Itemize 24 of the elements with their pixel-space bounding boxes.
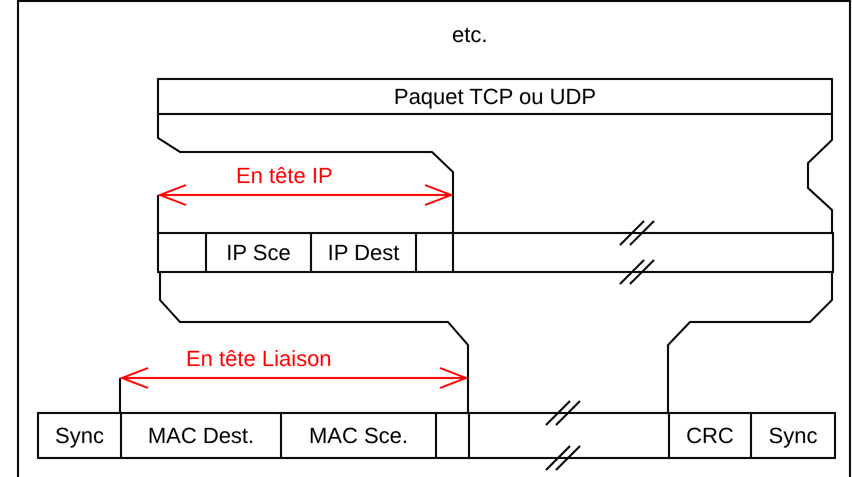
dimension-label: En tête IP <box>236 163 333 189</box>
field-cell <box>120 412 282 459</box>
field-cell <box>415 232 454 273</box>
dimension-label: En tête Liaison <box>186 346 332 372</box>
field-cell <box>668 412 752 459</box>
field-cell <box>435 412 470 459</box>
note-text: etc. <box>452 22 488 48</box>
field-label: MAC Dest. <box>148 422 254 448</box>
field-cell <box>452 232 834 273</box>
field-label: MAC Sce. <box>308 422 408 448</box>
field-label: Paquet TCP ou UDP <box>394 84 596 110</box>
field-label: Sync <box>768 422 818 448</box>
field-cell <box>205 232 312 273</box>
field-cell <box>157 232 207 273</box>
field-cell <box>310 232 417 273</box>
field-label: IP Dest <box>328 240 400 266</box>
field-label: Sync <box>55 422 104 448</box>
field-cell <box>280 412 437 459</box>
field-cell <box>750 412 836 459</box>
field-cell <box>468 412 670 459</box>
field-label: CRC <box>686 422 734 448</box>
field-label: IP Sce <box>226 240 291 266</box>
packet-bar <box>157 78 833 115</box>
field-cell <box>37 412 122 459</box>
